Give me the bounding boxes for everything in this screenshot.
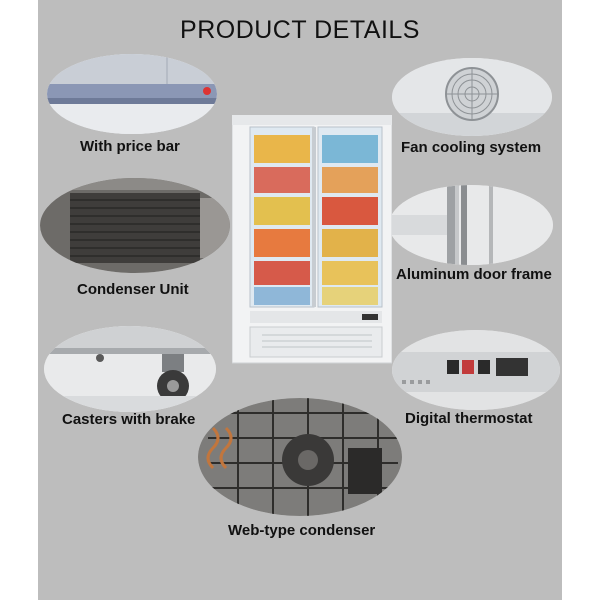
fan-cooling-label: Fan cooling system — [401, 139, 542, 156]
thermostat-photo — [392, 330, 560, 410]
door-frame-photo — [389, 185, 553, 265]
price-bar-photo — [47, 54, 217, 134]
web-condenser-photo — [198, 398, 402, 516]
page-title: PRODUCT DETAILS — [180, 16, 420, 44]
fan-cooling-photo — [392, 58, 552, 136]
condenser-unit-photo — [40, 178, 230, 273]
refrigerator-image — [232, 115, 392, 365]
price-bar-label: With price bar — [80, 138, 180, 155]
door-frame-label: Aluminum door frame — [396, 266, 552, 283]
casters-photo — [44, 326, 216, 412]
web-condenser-label: Web-type condenser — [228, 522, 376, 539]
condenser-unit-label: Condenser Unit — [77, 281, 189, 298]
thermostat-label: Digital thermostat — [405, 410, 533, 427]
casters-label: Casters with brake — [62, 411, 196, 428]
